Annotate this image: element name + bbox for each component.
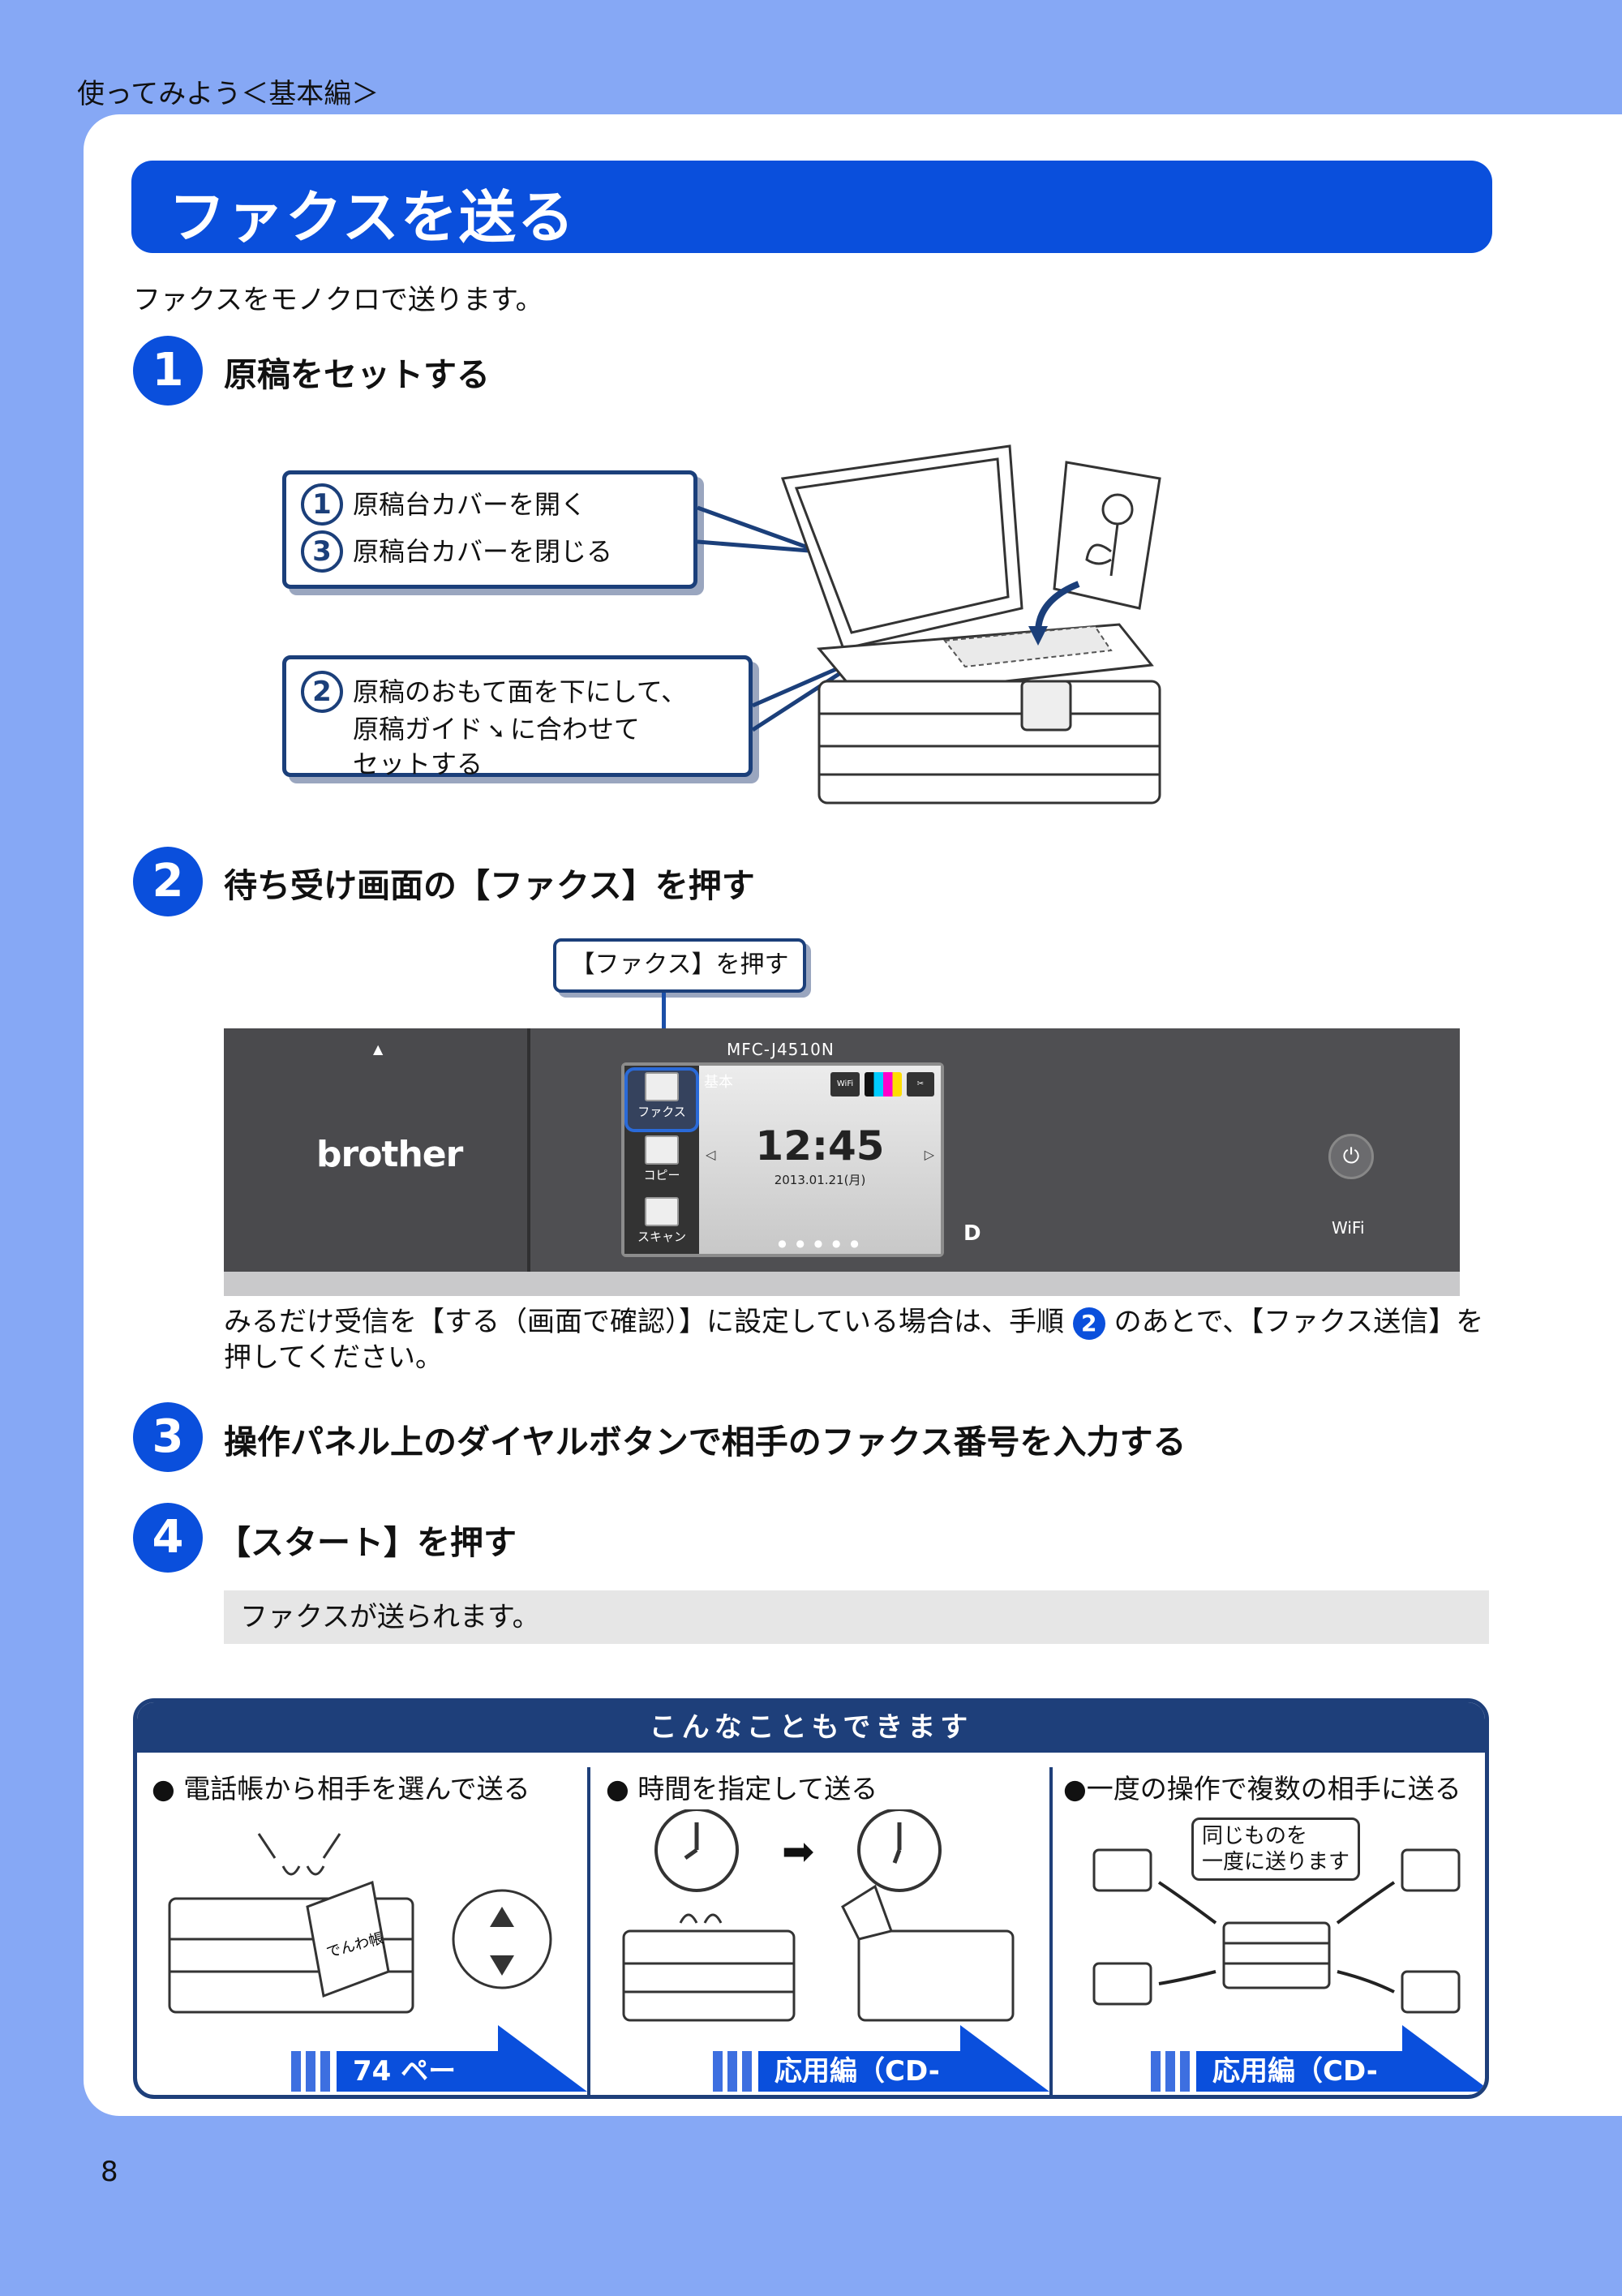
broadcast-bubble: 同じものを 一度に送ります: [1191, 1817, 1361, 1881]
note-part-1: みるだけ受信を【する（画面で確認）】に設定している場合は、手順: [224, 1306, 1064, 1338]
callout-line-3: セットする: [353, 749, 483, 779]
phonebook-illustration: でんわ帳: [168, 1833, 552, 2014]
push-fax-callout: 【ファクス】を押す: [553, 938, 806, 993]
copy-mode-label: コピー: [643, 1168, 680, 1182]
home-screen: 基本 WiFi ✂ ◁ ▷ 12:45 2013.01.21(月) ● ● ● …: [699, 1066, 941, 1254]
tools-icon[interactable]: ✂: [907, 1072, 934, 1097]
callout-set-document: 2 原稿のおもて面を下にして、 原稿ガイド➘に合わせて セットする: [282, 655, 753, 779]
callout-close-cover: 原稿台カバーを閉じる: [353, 536, 613, 567]
callout-line-1: 原稿のおもて面を下にして、: [353, 676, 688, 707]
callout-num-2: 2: [301, 671, 343, 713]
callout-open-cover: 原稿台カバーを開く: [353, 489, 587, 520]
more-features-box: こんなこともできます ● 電話帳から相手を選んで送る でんわ帳 74 ページ: [133, 1698, 1489, 2099]
link-arrow-icon: [960, 2025, 1049, 2092]
step-3-number: 3: [133, 1402, 203, 1472]
breadcrumb: 使ってみよう＜基本編＞: [77, 78, 380, 110]
next-arrow-icon: ➡: [782, 1829, 814, 1874]
wifi-status-icon[interactable]: WiFi: [830, 1072, 860, 1097]
link-74-page-label: 74 ページ: [337, 2051, 498, 2092]
step-3-title: 操作パネル上のダイヤルボタンで相手のファクス番号を入力する: [224, 1423, 1186, 1461]
mode-label: 基本: [704, 1074, 733, 1091]
link-advanced-guide-broadcast[interactable]: 応用編（CD-ROM）: [1151, 2025, 1485, 2092]
fax-mode-label: ファクス: [637, 1105, 686, 1119]
title-bar: ファクスを送る: [131, 161, 1492, 253]
clock-time: 12:45: [755, 1122, 885, 1169]
intro-text: ファクスをモノクロで送ります。: [133, 284, 543, 316]
wifi-label: WiFi: [1332, 1218, 1365, 1238]
page-number: 8: [101, 2156, 118, 2188]
feature-timer: ● 時間を指定して送る ➡ 応用編（: [591, 1753, 1049, 2095]
step-2-number: 2: [133, 847, 203, 916]
panel-left-cover: ▲ brother: [224, 1028, 530, 1272]
model-name: MFC-J4510N: [727, 1040, 835, 1059]
column-divider: [1049, 1767, 1053, 2095]
fax-icon: [645, 1072, 679, 1101]
fax-mode-button[interactable]: ファクス: [629, 1072, 694, 1120]
step-1-title: 原稿をセットする: [224, 355, 490, 394]
brand-logo: brother: [316, 1134, 463, 1175]
ink-icon[interactable]: [865, 1072, 902, 1097]
right-arrow-icon[interactable]: ▷: [924, 1147, 934, 1162]
copy-icon: [645, 1135, 679, 1165]
link-advanced-guide-label: 応用編（CD-ROM）: [1196, 2051, 1402, 2092]
feature-broadcast: ●一度の操作で複数の相手に送る 同じものを 一度に送ります: [1053, 1753, 1485, 2095]
control-panel: ▲ brother MFC-J4510N ファクス コピー スキャン 基本 Wi…: [224, 1028, 1460, 1296]
touchscreen: ファクス コピー スキャン 基本 WiFi ✂ ◁ ▷ 12:45 2013.0…: [621, 1062, 944, 1257]
step-4-result: ファクスが送られます。: [224, 1590, 1489, 1644]
link-advanced-guide-label: 応用編（CD-ROM）: [758, 2051, 960, 2092]
up-triangle-icon: ▲: [373, 1041, 384, 1057]
link-arrow-icon: [498, 2025, 587, 2092]
callout-line-2a: 原稿ガイド: [353, 714, 483, 745]
step-1-number: 1: [133, 336, 203, 406]
callout-num-3: 3: [301, 530, 343, 573]
page-dots: ● ● ● ● ●: [778, 1238, 862, 1249]
power-icon[interactable]: ⏻: [1328, 1134, 1374, 1179]
nfc-mark: D: [963, 1221, 981, 1246]
step-2-note: みるだけ受信を【する（画面で確認）】に設定している場合は、手順 2 のあとで、【…: [224, 1304, 1489, 1375]
panel-bottom-strip: [224, 1272, 1460, 1296]
step-2-title: 待ち受け画面の【ファクス】を押す: [224, 866, 755, 905]
link-74-page[interactable]: 74 ページ: [291, 2025, 587, 2092]
callout-line-2b: に合わせて: [509, 714, 640, 745]
callout-num-1: 1: [301, 483, 343, 526]
copy-mode-button[interactable]: コピー: [629, 1135, 694, 1183]
scan-icon: [645, 1197, 679, 1226]
step-4-title: 【スタート】を押す: [217, 1523, 517, 1562]
feature-timer-title: ● 時間を指定して送る: [606, 1773, 878, 1805]
page-title: ファクスを送る: [169, 184, 576, 251]
timer-illustration: ➡: [622, 1809, 1015, 2022]
feature-phonebook-title: ● 電話帳から相手を選んで送る: [152, 1773, 530, 1805]
bubble-line-1: 同じものを: [1202, 1824, 1308, 1848]
note-part-2: のあとで、【ファクス送信】を押してください。: [224, 1306, 1484, 1374]
note-step-ref: 2: [1072, 1307, 1105, 1340]
feature-broadcast-title: ●一度の操作で複数の相手に送る: [1063, 1773, 1461, 1805]
feature-phonebook: ● 電話帳から相手を選んで送る でんわ帳 74 ページ: [137, 1753, 587, 2095]
mode-sidebar: ファクス コピー スキャン: [624, 1066, 699, 1254]
scan-mode-button[interactable]: スキャン: [629, 1197, 694, 1245]
scan-mode-label: スキャン: [637, 1230, 686, 1244]
scanner-illustration: [697, 444, 1161, 805]
step-4-number: 4: [133, 1503, 203, 1573]
bubble-line-2: 一度に送ります: [1202, 1850, 1350, 1874]
callout-cover: 1 原稿台カバーを開く 3 原稿台カバーを閉じる: [282, 470, 697, 589]
left-arrow-icon[interactable]: ◁: [706, 1147, 716, 1162]
link-arrow-icon: [1402, 2025, 1485, 2092]
link-advanced-guide-timer[interactable]: 応用編（CD-ROM）: [713, 2025, 1049, 2092]
broadcast-illustration: [1092, 1848, 1461, 2014]
column-divider: [587, 1767, 590, 2095]
document-guide-icon: ➘: [487, 719, 505, 744]
more-features-heading: こんなこともできます: [137, 1702, 1485, 1753]
clock-date: 2013.01.21(月): [774, 1173, 866, 1187]
status-icons: WiFi ✂: [830, 1072, 934, 1097]
